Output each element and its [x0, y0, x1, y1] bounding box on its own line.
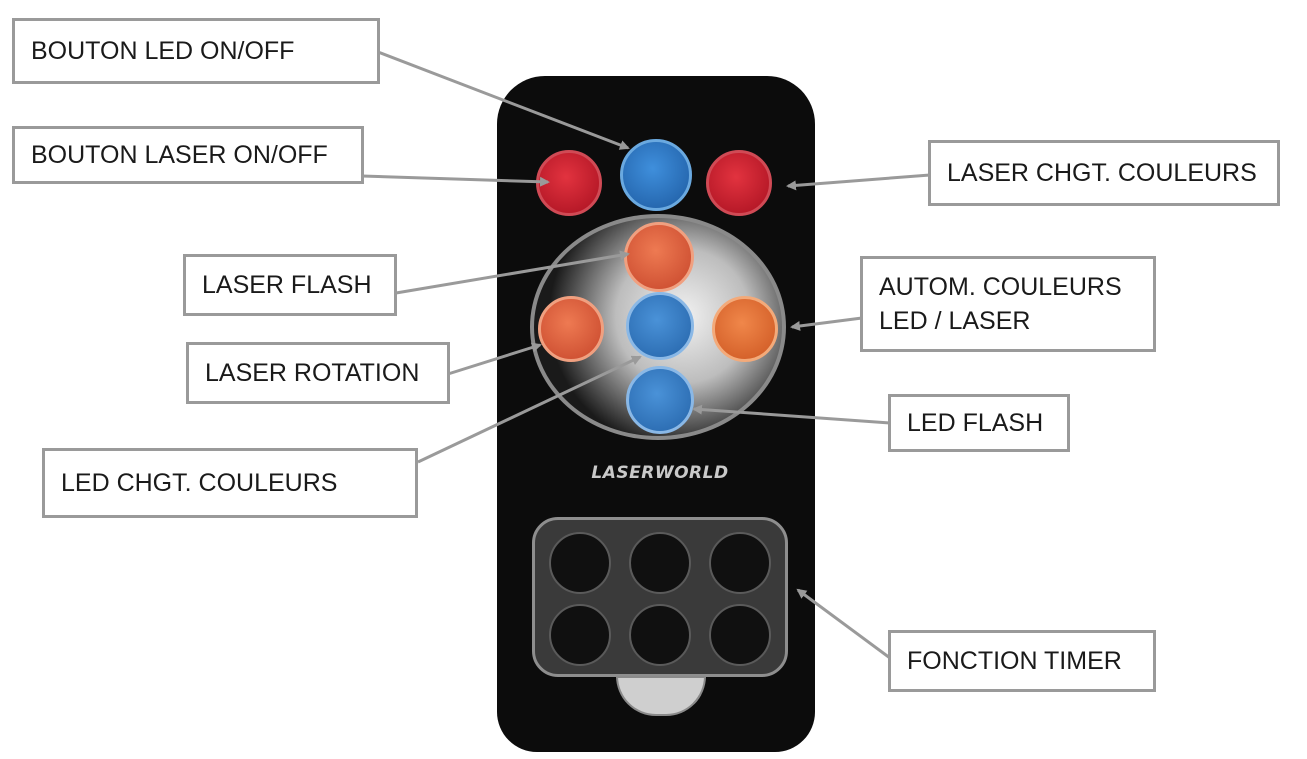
- callout-timer-function: FONCTION TIMER: [888, 630, 1156, 692]
- brand-logo: LASERWORLD: [560, 458, 760, 488]
- led-color-change-button[interactable]: [626, 292, 694, 360]
- timer-button-5[interactable]: [629, 604, 691, 666]
- led-on-off-button[interactable]: [620, 139, 692, 211]
- laser-rotation-button[interactable]: [538, 296, 604, 362]
- callout-autom-colors: AUTOM. COULEURS LED / LASER: [860, 256, 1156, 352]
- callout-autom-colors-line1: AUTOM. COULEURS: [879, 273, 1122, 301]
- callout-laser-color-change: LASER CHGT. COULEURS: [928, 140, 1280, 206]
- callout-laser-rotation-text: LASER ROTATION: [205, 359, 420, 387]
- callout-led-on-off-text: BOUTON LED ON/OFF: [31, 37, 295, 65]
- callout-laser-rotation: LASER ROTATION: [186, 342, 450, 404]
- callout-led-flash-text: LED FLASH: [907, 409, 1044, 437]
- laser-color-change-button[interactable]: [706, 150, 772, 216]
- callout-laser-color-change-text: LASER CHGT. COULEURS: [947, 159, 1257, 187]
- timer-pad: [532, 517, 788, 677]
- timer-button-6[interactable]: [709, 604, 771, 666]
- callout-laser-flash: LASER FLASH: [183, 254, 397, 316]
- callout-led-flash: LED FLASH: [888, 394, 1070, 452]
- laser-flash-button[interactable]: [624, 222, 694, 292]
- callout-laser-flash-text: LASER FLASH: [202, 271, 372, 299]
- autom-colors-button[interactable]: [712, 296, 778, 362]
- brand-text: LASERWORLD: [591, 463, 729, 483]
- timer-button-1[interactable]: [549, 532, 611, 594]
- laser-on-off-button[interactable]: [536, 150, 602, 216]
- callout-laser-on-off-text: BOUTON LASER ON/OFF: [31, 141, 328, 169]
- led-flash-button[interactable]: [626, 366, 694, 434]
- callout-led-on-off: BOUTON LED ON/OFF: [12, 18, 380, 84]
- callout-timer-function-text: FONCTION TIMER: [907, 647, 1122, 675]
- timer-button-3[interactable]: [709, 532, 771, 594]
- callout-laser-on-off: BOUTON LASER ON/OFF: [12, 126, 364, 184]
- callout-autom-colors-line2: LED / LASER: [879, 307, 1031, 335]
- timer-button-2[interactable]: [629, 532, 691, 594]
- callout-led-color-change-text: LED CHGT. COULEURS: [61, 469, 338, 497]
- callout-led-color-change: LED CHGT. COULEURS: [42, 448, 418, 518]
- timer-button-4[interactable]: [549, 604, 611, 666]
